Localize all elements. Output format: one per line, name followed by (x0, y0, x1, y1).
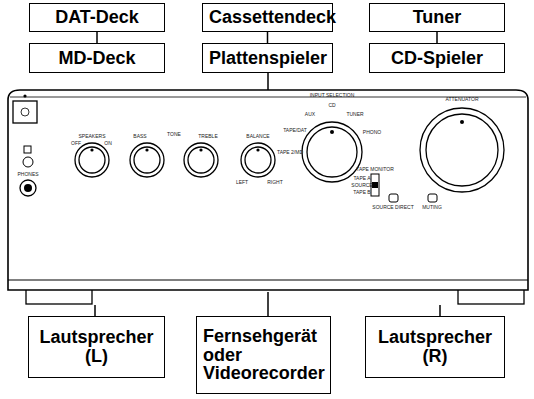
device-box: DAT-Deck (29, 3, 165, 32)
panel-label: RIGHT (267, 180, 283, 185)
panel-label: TREBLE (198, 134, 217, 139)
device-label: Fernsehgerät oder Videorecorder (203, 327, 324, 384)
panel-label: LEFT (236, 180, 248, 185)
device-label: Plattenspieler (209, 49, 326, 68)
device-box: Tuner (369, 3, 505, 32)
device-label: MD-Deck (36, 49, 158, 68)
panel-label: SOURCE (351, 183, 372, 188)
panel-label: MUTING (422, 205, 442, 210)
panel-label: TAPE MONITOR (356, 167, 394, 172)
device-label: Cassettendeck (209, 8, 326, 27)
panel-label: TUNER (346, 112, 363, 117)
panel-label: TAPE B (353, 190, 370, 195)
panel-label: INPUT SELECTION (310, 93, 355, 98)
panel-label: BALANCE (246, 134, 269, 139)
panel-label: PHONES (17, 172, 38, 177)
device-box: Lautsprecher (L) (28, 316, 165, 378)
device-box: Lautsprecher (R) (365, 316, 505, 378)
device-label: Lautsprecher (R) (372, 328, 498, 366)
panel-label: TAPE/DAT (283, 128, 307, 133)
device-box: Fernsehgerät oder Videorecorder (196, 316, 331, 394)
panel-label: PHONO (363, 130, 381, 135)
panel-label: TAPE A (353, 176, 370, 181)
device-box: Cassettendeck (202, 3, 333, 32)
connector-line (436, 32, 438, 43)
panel-label: OFF (71, 141, 81, 146)
panel-label: ATTENUATOR (445, 97, 478, 102)
panel-label: SOURCE DIRECT (372, 205, 413, 210)
panel-label: ON (104, 141, 112, 146)
panel-label: SPEAKERS (79, 134, 106, 139)
device-box: Plattenspieler (202, 43, 333, 73)
device-box: CD-Spieler (369, 43, 505, 73)
connector-line (96, 32, 98, 43)
connector-line (267, 32, 269, 43)
panel-label: TAPE 2/MD (277, 150, 303, 155)
device-box: MD-Deck (29, 43, 165, 73)
device-label: CD-Spieler (376, 49, 498, 68)
device-label: Tuner (376, 8, 498, 27)
device-label: Lautsprecher (L) (35, 328, 158, 366)
panel-label: BASS (133, 134, 146, 139)
panel-label: TONE (167, 132, 181, 137)
device-label: DAT-Deck (36, 8, 158, 27)
panel-label: CD (328, 103, 335, 108)
panel-label: AUX (305, 112, 315, 117)
